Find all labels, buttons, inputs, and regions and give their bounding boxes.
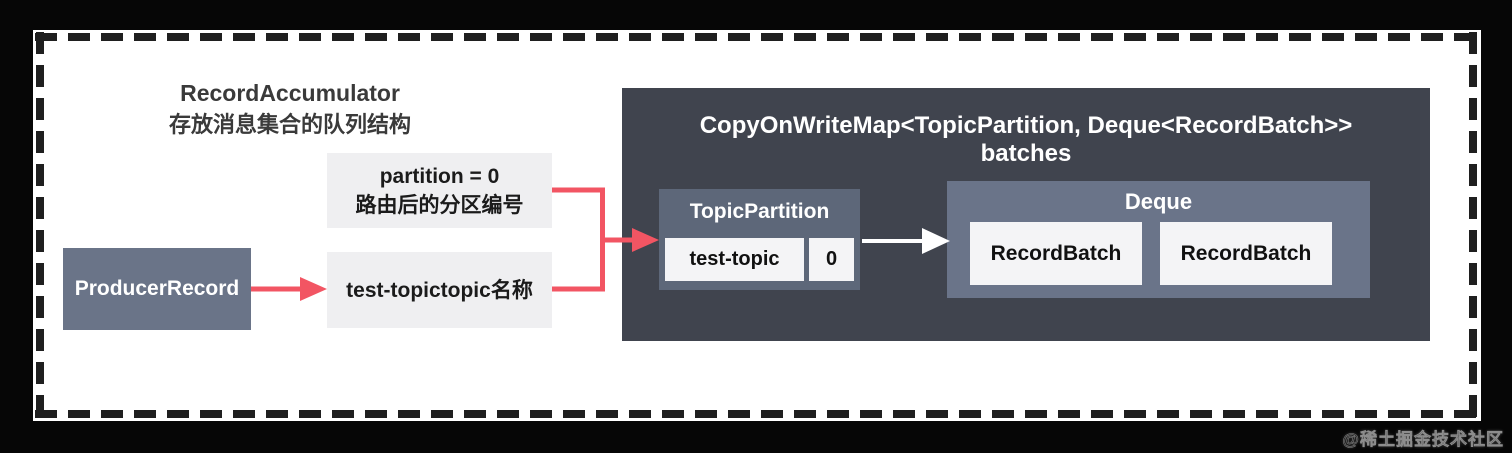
copy-on-write-map-panel: CopyOnWriteMap<TopicPartition, Deque<Rec…: [622, 88, 1430, 341]
record-batch-label-1: RecordBatch: [990, 241, 1122, 265]
deque-title: Deque: [1124, 189, 1193, 214]
producer-record-label: ProducerRecord: [74, 277, 240, 300]
producer-record-box: ProducerRecord: [63, 248, 251, 330]
partition-value-label: 0: [825, 248, 838, 270]
diagram-title: RecordAccumulator 存放消息集合的队列结构: [120, 78, 460, 140]
topic-value-label: test-topic: [689, 248, 780, 270]
topic-value-cell: test-topic: [665, 238, 804, 281]
partition-note-line1: partition = 0: [379, 164, 500, 188]
dashed-border-top: [35, 33, 1479, 41]
topic-note-box: test-topictopic名称: [327, 252, 552, 328]
dashed-border-right: [1469, 32, 1477, 419]
partition-note-box: partition = 0 路由后的分区编号: [327, 153, 552, 228]
map-panel-title: CopyOnWriteMap<TopicPartition, Deque<Rec…: [622, 112, 1430, 168]
record-batch-label-2: RecordBatch: [1180, 241, 1312, 265]
record-batch-box-1: RecordBatch: [970, 222, 1142, 285]
dashed-border-left: [36, 32, 44, 419]
juejin-watermark: @稀土掘金技术社区: [1342, 430, 1504, 450]
topic-partition-title: TopicPartition: [689, 200, 830, 223]
deque-box: Deque RecordBatch RecordBatch: [947, 181, 1370, 298]
topic-partition-box: TopicPartition test-topic 0: [659, 189, 860, 290]
diagram-title-line1: RecordAccumulator: [180, 80, 400, 106]
partition-note-line2: 路由后的分区编号: [355, 193, 524, 217]
map-panel-title-line2: batches: [980, 140, 1072, 167]
map-panel-title-line1: CopyOnWriteMap<TopicPartition, Deque<Rec…: [699, 112, 1353, 139]
dashed-border-bottom: [35, 410, 1479, 418]
partition-value-cell: 0: [809, 238, 854, 281]
record-batch-box-2: RecordBatch: [1160, 222, 1332, 285]
topic-note-label: test-topictopic名称: [346, 278, 533, 302]
diagram-title-line2: 存放消息集合的队列结构: [168, 112, 411, 137]
